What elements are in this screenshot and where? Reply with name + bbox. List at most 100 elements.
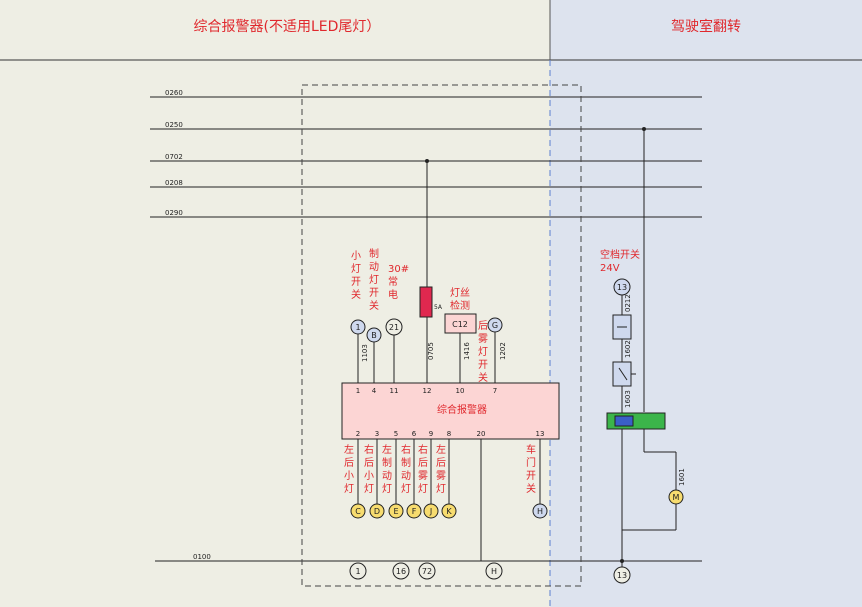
right-panel-bg bbox=[550, 0, 862, 607]
label-line: 灯 bbox=[344, 483, 354, 495]
wire-label: 1202 bbox=[499, 342, 507, 360]
left-section-title: 综合报警器(不适用LED尾灯） bbox=[194, 19, 381, 35]
ground-connector-icon bbox=[418, 562, 436, 580]
connector-label: 13 bbox=[617, 283, 627, 292]
label-line: 小 bbox=[344, 470, 354, 482]
neutral-switch-label-text: 空档开关 bbox=[600, 248, 640, 261]
connector-label: E bbox=[393, 507, 398, 516]
label-line: 后 bbox=[418, 457, 428, 469]
label-line: 关 bbox=[526, 482, 536, 495]
connector-label: K bbox=[446, 507, 452, 516]
label-line: 检测 bbox=[450, 299, 470, 312]
relay-coil bbox=[614, 415, 634, 427]
label-line: 动 bbox=[382, 470, 392, 482]
label-line: 小 bbox=[351, 250, 361, 262]
label-line: 雾 bbox=[436, 470, 446, 482]
tilt-switch bbox=[612, 361, 632, 387]
module-label: 综合报警器 bbox=[437, 403, 487, 416]
small-light-switch-label: 小灯开关 bbox=[351, 250, 361, 301]
bus-label: 0208 bbox=[165, 179, 183, 187]
connector-label: H bbox=[491, 567, 497, 576]
connector-label: D bbox=[374, 507, 380, 516]
connector-icon bbox=[369, 503, 385, 519]
pin-label: 5 bbox=[394, 430, 398, 438]
load-label: 车门开关 bbox=[526, 443, 536, 495]
connector-label: C12 bbox=[452, 320, 468, 329]
label-line: 常 bbox=[388, 275, 398, 288]
wire-label: 1601 bbox=[678, 468, 686, 486]
pin-label: 1 bbox=[356, 387, 360, 395]
pin-label: 7 bbox=[493, 387, 497, 395]
label-line: 开 bbox=[478, 360, 488, 371]
connector-label: 72 bbox=[422, 567, 432, 576]
label-line: 车 bbox=[526, 443, 536, 456]
brake-light-switch-label: 制动灯开关 bbox=[369, 247, 379, 312]
pin-label: 9 bbox=[429, 430, 433, 438]
connector-label: J bbox=[429, 507, 432, 516]
label-line: 关 bbox=[351, 288, 361, 301]
label-line: 灯 bbox=[418, 483, 428, 495]
pin-label: 11 bbox=[390, 387, 399, 395]
label-line: 动 bbox=[401, 470, 411, 482]
label-line: 开 bbox=[526, 471, 536, 482]
wire-label: 1603 bbox=[624, 390, 632, 408]
connector-icon bbox=[350, 319, 366, 335]
pin-label: 13 bbox=[536, 430, 545, 438]
connector-label: 16 bbox=[396, 567, 406, 576]
connector-label: 1 bbox=[355, 323, 360, 332]
label-line: 右 bbox=[364, 443, 374, 456]
bus-label: 0702 bbox=[165, 153, 183, 161]
connector-label: G bbox=[492, 321, 498, 330]
label-line: 电 bbox=[388, 288, 398, 301]
bus-label: 0250 bbox=[165, 121, 183, 129]
connector-label: H bbox=[537, 507, 543, 516]
connector-label: 21 bbox=[389, 323, 399, 332]
label-line: 右 bbox=[418, 443, 428, 456]
pin-label: 3 bbox=[375, 430, 379, 438]
connector-icon bbox=[366, 327, 382, 343]
label-line: 灯 bbox=[364, 483, 374, 495]
connector-icon bbox=[385, 318, 403, 336]
pin-label: 20 bbox=[477, 430, 486, 438]
connector-icon bbox=[441, 503, 457, 519]
pin-label: 10 bbox=[456, 387, 465, 395]
label-line: 动 bbox=[369, 261, 379, 273]
pin-label: 12 bbox=[423, 387, 432, 395]
label-line: 开 bbox=[369, 288, 379, 299]
ground-connector-icon bbox=[349, 562, 367, 580]
switch-contact bbox=[618, 367, 628, 381]
label-line: 灯 bbox=[369, 274, 379, 286]
right-section-title: 驾驶室翻转 bbox=[671, 18, 741, 35]
load-label: 右后雾灯 bbox=[418, 443, 428, 495]
connector-icon bbox=[406, 503, 422, 519]
fuse bbox=[419, 286, 433, 318]
connector-label: F bbox=[412, 507, 417, 516]
label-line: 灯 bbox=[351, 263, 361, 275]
label-line: 雾 bbox=[418, 470, 428, 482]
always-power-label: 30#常电 bbox=[388, 264, 409, 301]
pin-label: 4 bbox=[372, 387, 377, 395]
pin-label: 2 bbox=[356, 430, 360, 438]
label-line: 制 bbox=[369, 247, 379, 260]
voltage-label: 24V bbox=[600, 263, 620, 274]
label-line: 左 bbox=[382, 443, 392, 456]
wire-label: 1602 bbox=[624, 340, 632, 358]
connector-icon bbox=[532, 503, 548, 519]
label-line: 雾 bbox=[478, 333, 488, 345]
pin-label: 8 bbox=[447, 430, 451, 438]
ground-connector-icon bbox=[485, 562, 503, 580]
filament-detect-label: 灯丝检测 bbox=[450, 287, 470, 312]
connector-label: 1 bbox=[355, 567, 360, 576]
label-line: 30# bbox=[388, 264, 409, 275]
connector-icon bbox=[388, 503, 404, 519]
wire-label: 1416 bbox=[463, 342, 471, 360]
label-line: 关 bbox=[478, 371, 488, 384]
label-line: 灯丝 bbox=[450, 287, 470, 299]
connector-label: C bbox=[355, 507, 361, 516]
label-line: 左 bbox=[344, 443, 354, 456]
rear-fog-switch-label: 后雾灯开关 bbox=[478, 320, 488, 384]
alarm-module bbox=[341, 382, 560, 440]
label-line: 左 bbox=[436, 443, 446, 456]
